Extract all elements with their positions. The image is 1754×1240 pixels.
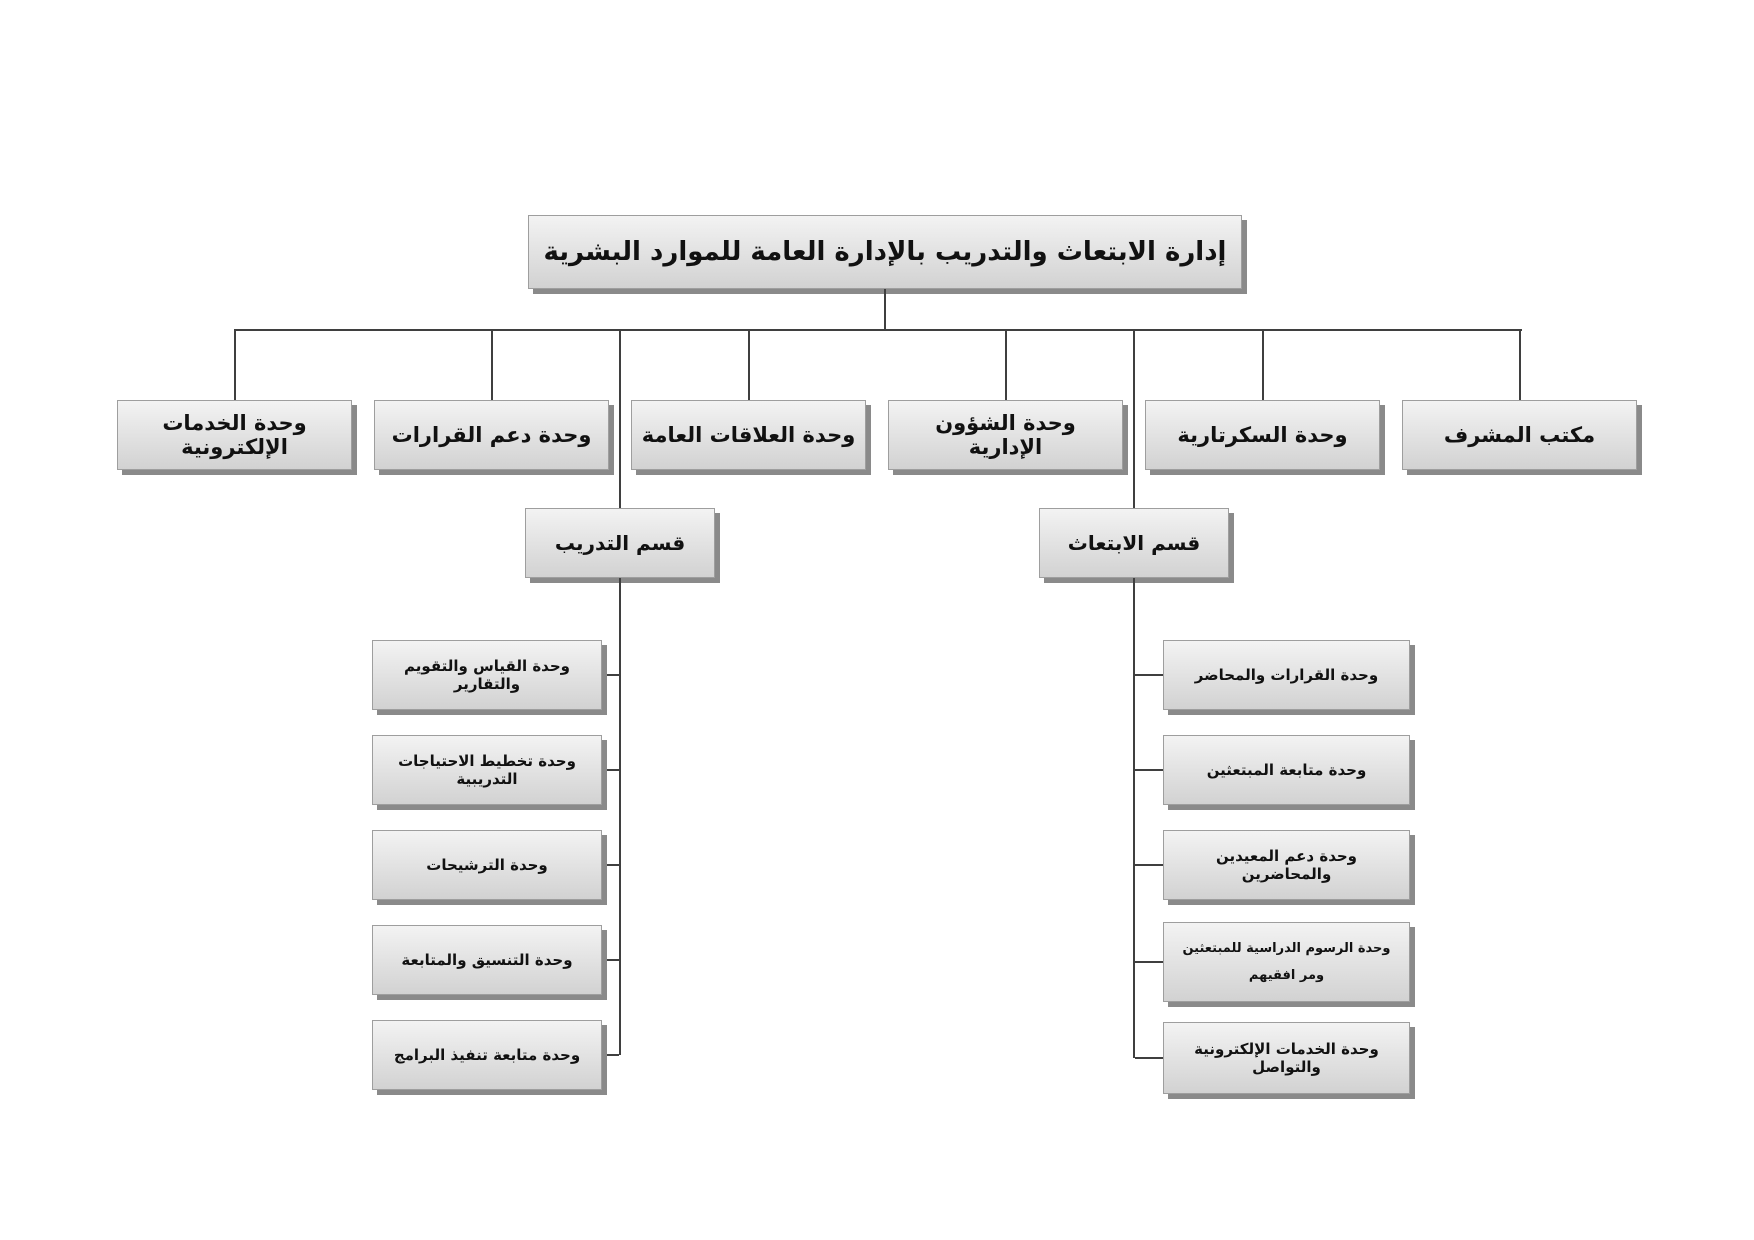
connector-root-drop — [884, 289, 886, 330]
eservices-communication-unit-label: وحدة الخدمات الإلكترونية والتواصل — [1194, 1040, 1379, 1076]
public-relations-unit-box: وحدة العلاقات العامة — [631, 400, 866, 470]
supervisor-office-label: مكتب المشرف — [1443, 423, 1596, 447]
secretariat-unit-box: وحدة السكرتارية — [1145, 400, 1380, 470]
decision-support-unit-box: وحدة دعم القرارات — [374, 400, 609, 470]
scholars-followup-unit-box: وحدة متابعة المبتعثين — [1163, 735, 1410, 805]
decision-support-unit-label: وحدة دعم القرارات — [391, 423, 592, 447]
electronic-services-unit-label: وحدة الخدمات الإلكترونية — [162, 411, 307, 459]
connector-drop-6 — [1519, 330, 1521, 400]
nominations-unit-box: وحدة الترشيحات — [372, 830, 602, 900]
program-implementation-followup-unit-label: وحدة متابعة تنفيذ البرامج — [393, 1046, 581, 1064]
training-needs-planning-unit-box: وحدة تخطيط الاحتياجات التدريبية — [372, 735, 602, 805]
connector-scholarship-tick-1 — [1135, 674, 1163, 676]
scholarship-department-box: قسم الابتعاث — [1039, 508, 1229, 578]
public-relations-unit-label: وحدة العلاقات العامة — [641, 423, 856, 447]
connector-training-drop — [619, 330, 621, 508]
training-needs-planning-unit-label: وحدة تخطيط الاحتياجات التدريبية — [398, 752, 576, 788]
connector-scholarship-tick-5 — [1135, 1057, 1163, 1059]
electronic-services-unit-box: وحدة الخدمات الإلكترونية — [117, 400, 352, 470]
administrative-affairs-unit-label: وحدة الشؤون الإدارية — [935, 411, 1076, 459]
decisions-minutes-unit-box: وحدة القرارات والمحاضر — [1163, 640, 1410, 710]
connector-training-tick-3 — [602, 864, 619, 866]
connector-drop-1 — [234, 330, 236, 400]
teaching-assistants-lecturers-support-unit-label: وحدة دعم المعيدين والمحاضرين — [1215, 847, 1358, 883]
connector-scholarship-tick-4 — [1135, 961, 1163, 963]
teaching-assistants-lecturers-support-unit-box: وحدة دعم المعيدين والمحاضرين — [1163, 830, 1410, 900]
coordination-followup-unit-box: وحدة التنسيق والمتابعة — [372, 925, 602, 995]
measurement-evaluation-reports-unit-box: وحدة القياس والتقويم والتقارير — [372, 640, 602, 710]
training-department-box: قسم التدريب — [525, 508, 715, 578]
scholars-followup-unit-label: وحدة متابعة المبتعثين — [1206, 761, 1367, 779]
root-box: إدارة الابتعاث والتدريب بالإدارة العامة … — [528, 215, 1242, 289]
connector-drop-3 — [748, 330, 750, 400]
connector-scholarship-drop — [1133, 330, 1135, 508]
connector-bus — [234, 329, 1522, 331]
connector-training-tick-1 — [602, 674, 619, 676]
supervisor-office-box: مكتب المشرف — [1402, 400, 1637, 470]
connector-drop-5 — [1262, 330, 1264, 400]
connector-scholarship-tick-3 — [1135, 864, 1163, 866]
administrative-affairs-unit-box: وحدة الشؤون الإدارية — [888, 400, 1123, 470]
connector-training-tick-2 — [602, 769, 619, 771]
connector-training-spine — [619, 578, 621, 1055]
connector-drop-2 — [491, 330, 493, 400]
secretariat-unit-label: وحدة السكرتارية — [1177, 423, 1348, 447]
coordination-followup-unit-label: وحدة التنسيق والمتابعة — [401, 951, 573, 969]
eservices-communication-unit-box: وحدة الخدمات الإلكترونية والتواصل — [1163, 1022, 1410, 1094]
connector-training-tick-4 — [602, 959, 619, 961]
measurement-evaluation-reports-unit-label: وحدة القياس والتقويم والتقارير — [404, 657, 570, 693]
connector-scholarship-spine — [1133, 578, 1135, 1058]
training-department-label: قسم التدريب — [554, 531, 686, 555]
scholarship-department-label: قسم الابتعاث — [1067, 531, 1201, 555]
decisions-minutes-unit-label: وحدة القرارات والمحاضر — [1194, 666, 1379, 684]
root-label: إدارة الابتعاث والتدريب بالإدارة العامة … — [543, 237, 1227, 267]
connector-scholarship-tick-2 — [1135, 769, 1163, 771]
tuition-fees-unit-box: وحدة الرسوم الدراسية للمبتعثين ومر افقيه… — [1163, 922, 1410, 1002]
program-implementation-followup-unit-box: وحدة متابعة تنفيذ البرامج — [372, 1020, 602, 1090]
connector-drop-4 — [1005, 330, 1007, 400]
nominations-unit-label: وحدة الترشيحات — [426, 856, 548, 874]
connector-training-tick-5 — [602, 1054, 619, 1056]
tuition-fees-unit-label: وحدة الرسوم الدراسية للمبتعثين ومر افقيه… — [1182, 940, 1391, 983]
